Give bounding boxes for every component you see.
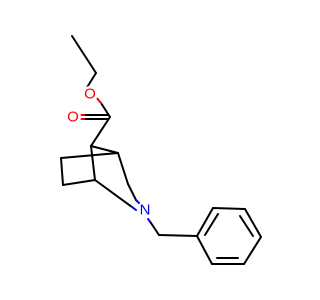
bond-c3-n-blue (135, 199, 140, 204)
ethyl-group (71, 35, 97, 93)
ring-bond-4 (243, 236, 262, 265)
carbonyl-oxygen-atom: O (65, 109, 81, 126)
bond-c7-c1 (90, 145, 119, 154)
ring-inner-double-1 (204, 213, 219, 236)
ether-oxygen-background (82, 86, 98, 102)
bond-ch2-phenyl (158, 234, 198, 237)
ether-oxygen-label: O (84, 86, 96, 103)
bond-c3-n (127, 183, 137, 201)
bond-n-ch2 (150, 222, 160, 236)
ring-bond-1 (196, 207, 214, 237)
benzyl-group (147, 207, 262, 265)
bicyclic-core (60, 145, 140, 211)
bond-ch3-ch2 (71, 35, 97, 74)
atom-labels: O O N (65, 86, 153, 219)
molecule-structure: O O N (60, 35, 262, 265)
bond-c4-n-blue (131, 206, 137, 211)
bond-c6-c5 (60, 157, 64, 186)
bond-c5-c4 (62, 179, 96, 186)
ring-bond-3 (244, 208, 262, 238)
bond-c1-c6 (60, 152, 119, 159)
bond-carbonyl-bridgehead (90, 116, 111, 147)
ring-bond-2 (212, 207, 246, 210)
ring-inner-double-2 (239, 215, 254, 237)
nitrogen-label: N (140, 202, 151, 219)
bond-c1-c3 (117, 152, 129, 185)
bond-ch2-o (85, 72, 97, 90)
carbonyl-oxygen-background (65, 109, 81, 125)
nitrogen-background (137, 202, 153, 218)
bond-c4-n (94, 179, 133, 208)
ether-oxygen-atom: O (82, 86, 98, 103)
phenyl-ring (196, 207, 262, 265)
structure-canvas: O O N (60, 35, 262, 265)
ester-group (80, 96, 111, 147)
carbonyl-oxygen-label: O (67, 109, 79, 126)
nitrogen-atom: N (137, 202, 153, 219)
ring-bond-6 (196, 235, 213, 265)
bond-c7-c4 (90, 145, 96, 181)
